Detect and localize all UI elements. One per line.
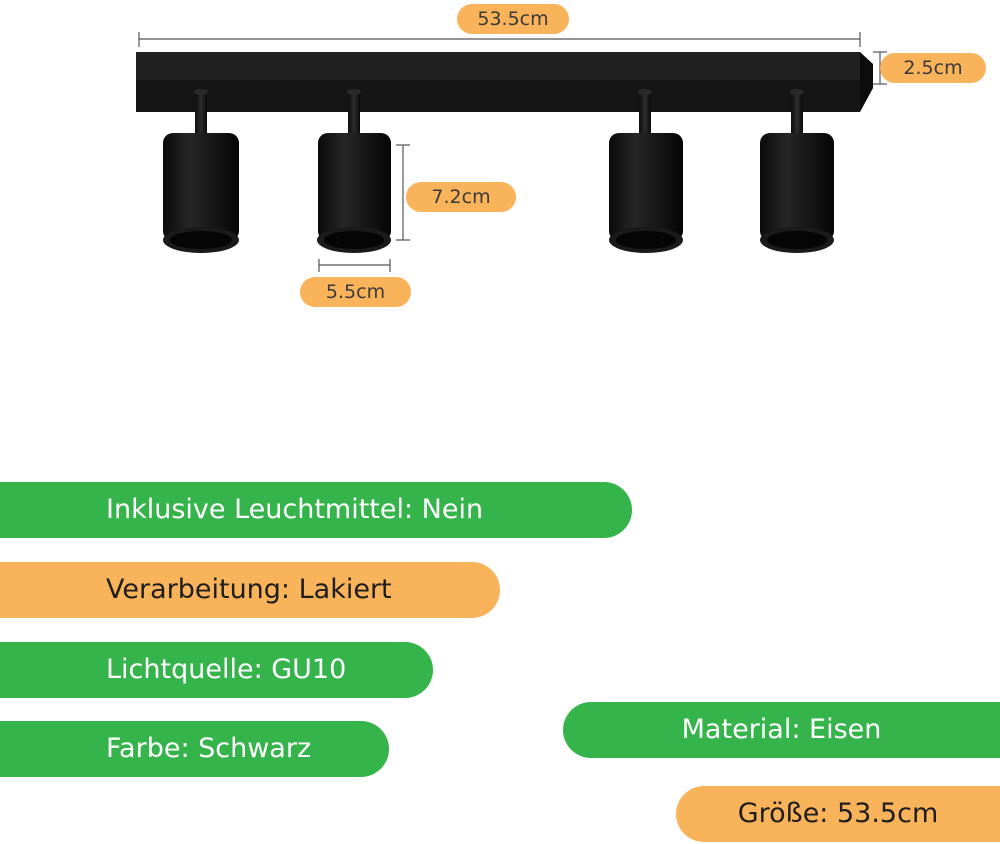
spot-height-dimension-line: [396, 144, 410, 241]
spot-height-dimension-label: 7.2cm: [406, 182, 516, 212]
length-dimension-label: 53.5cm: [457, 4, 569, 34]
spot-diameter-dimension-label: 5.5cm: [300, 277, 411, 307]
length-dimension-line: [138, 32, 861, 47]
spec-groesse: Größe: 53.5cm: [676, 786, 1000, 842]
ceiling-spotlight-image: [136, 32, 887, 272]
spot-light-3: [609, 89, 683, 253]
spec-verarbeitung: Verarbeitung: Lakiert: [0, 562, 500, 618]
spot-light-4: [760, 89, 834, 253]
mounting-bar: [136, 52, 873, 112]
bar-height-dimension-label: 2.5cm: [880, 53, 986, 83]
spot-light-2: [317, 89, 391, 253]
spec-leuchtmittel: Inklusive Leuchtmittel: Nein: [0, 482, 632, 538]
spec-farbe: Farbe: Schwarz: [0, 721, 389, 777]
spec-lichtquelle: Lichtquelle: GU10: [0, 642, 433, 698]
spot-light-1: [163, 89, 239, 253]
spot-diameter-dimension-line: [318, 259, 391, 272]
spec-material: Material: Eisen: [563, 702, 1000, 758]
